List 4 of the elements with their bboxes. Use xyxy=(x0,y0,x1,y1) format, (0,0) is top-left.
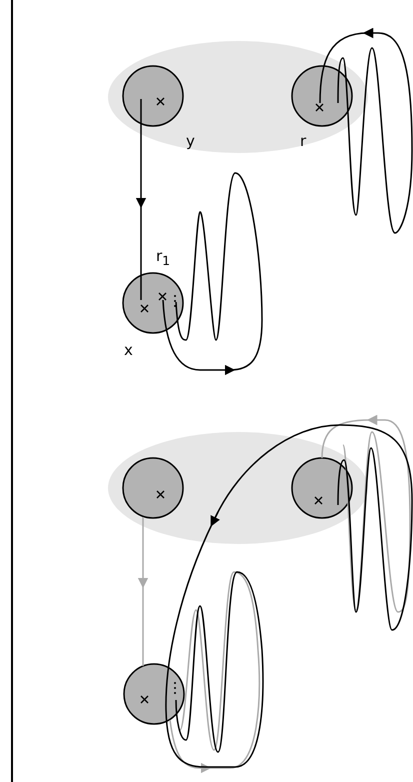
point-label: y xyxy=(186,133,195,149)
point-label: r$_{1}$ xyxy=(156,248,170,269)
point-label: x xyxy=(124,342,133,358)
point-label: r xyxy=(300,133,306,149)
